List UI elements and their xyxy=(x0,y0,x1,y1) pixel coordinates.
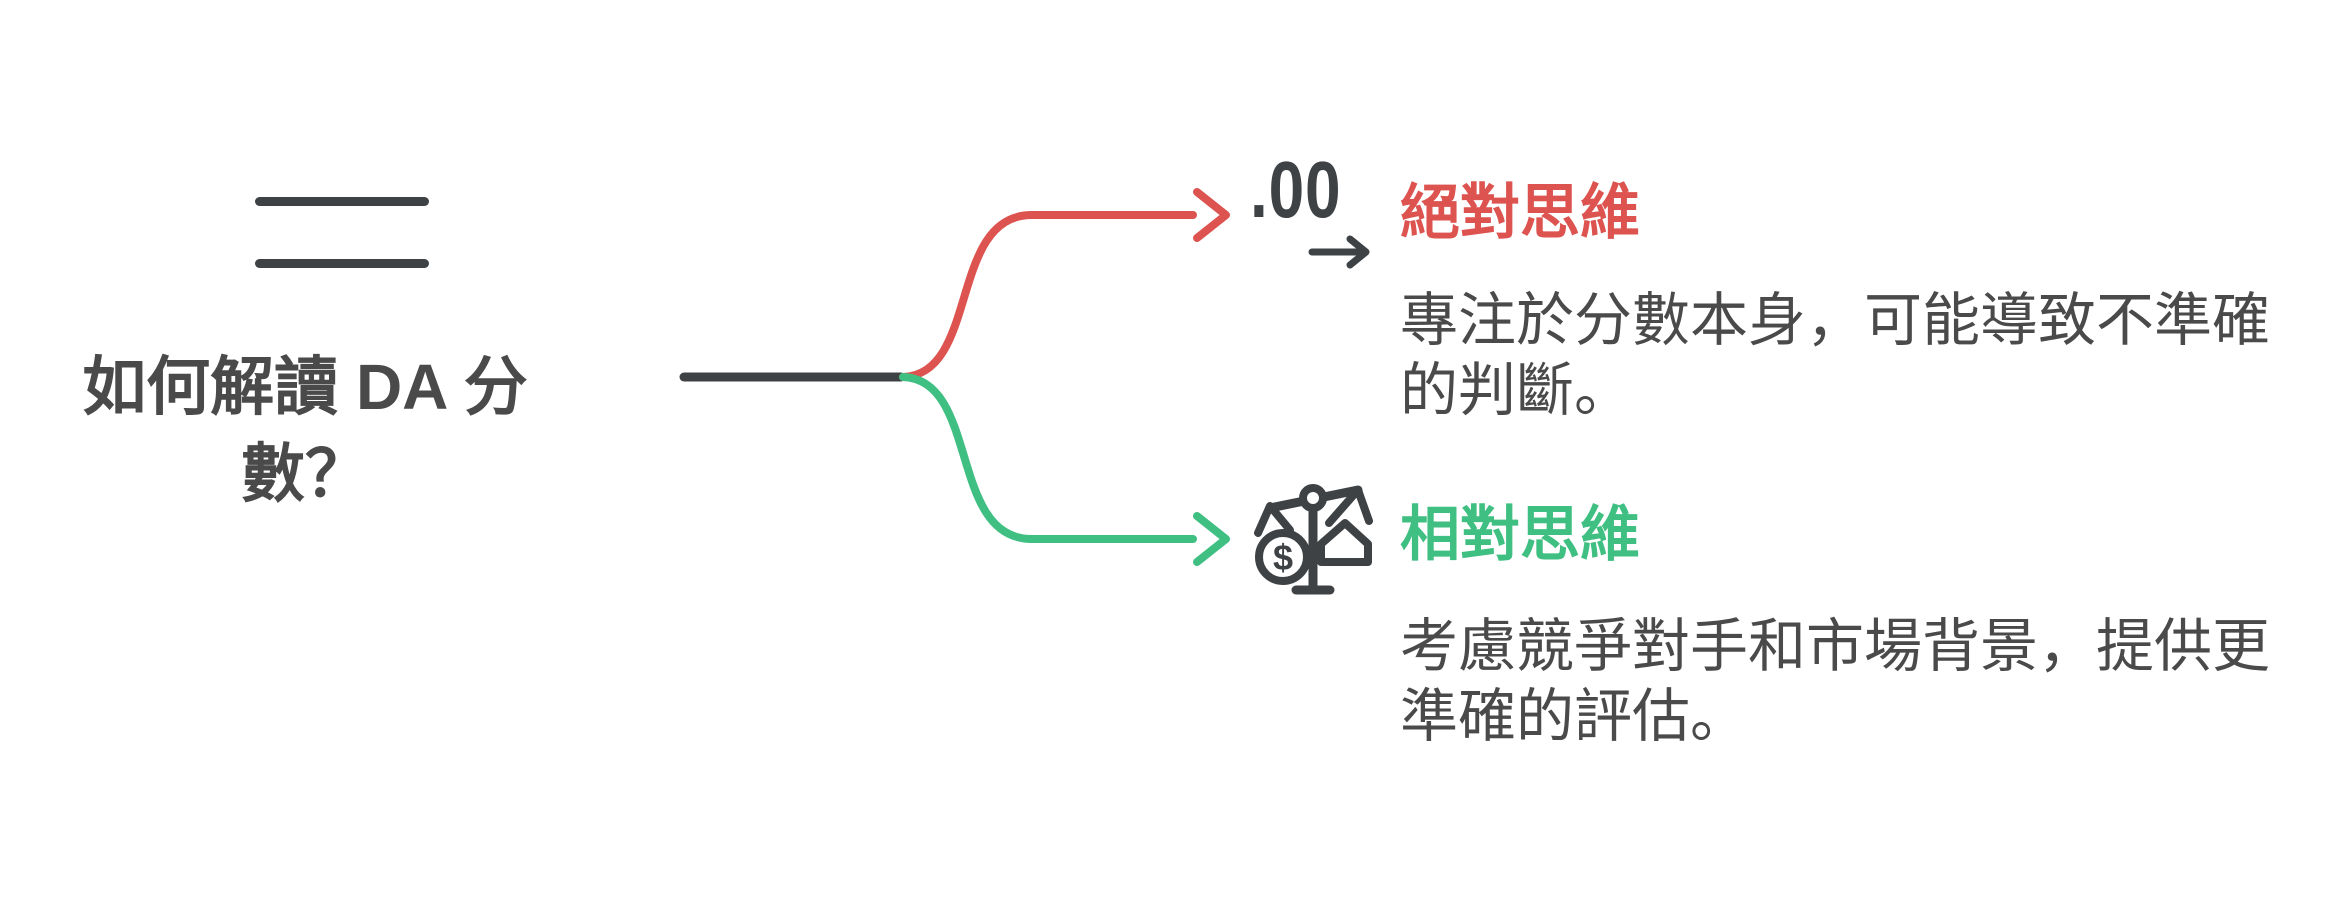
scale-pivot xyxy=(1299,484,1327,512)
dollar-sign: $ xyxy=(1273,537,1293,578)
decimal-text: .00 xyxy=(1250,145,1342,234)
red-branch-curve xyxy=(899,211,1197,381)
red-arrowhead-icon xyxy=(1193,188,1230,242)
double-lines-icon xyxy=(255,197,429,269)
line-bottom xyxy=(255,259,429,268)
decimal-score-icon: .00 xyxy=(1250,150,1380,270)
branch-desc-relative: 考慮競爭對手和市場背景，提供更準確的評估。 xyxy=(1400,614,2271,750)
branch-label-relative: 相對思維 xyxy=(1400,501,1640,568)
green-arrowhead-icon xyxy=(1193,512,1230,566)
dollar-circle xyxy=(1255,529,1311,585)
root-topic-title: 如何解讀 DA 分 數？ xyxy=(82,351,528,511)
house-icon xyxy=(1317,519,1372,566)
right-arrow-icon xyxy=(1308,235,1370,269)
line-top xyxy=(255,197,429,206)
balance-scale-icon: $ xyxy=(1254,484,1373,595)
branch-desc-absolute: 專注於分數本身，可能導致不準確的判斷。 xyxy=(1400,288,2271,424)
branch-label-absolute: 絕對思維 xyxy=(1400,179,1640,246)
green-branch-curve xyxy=(899,373,1197,543)
